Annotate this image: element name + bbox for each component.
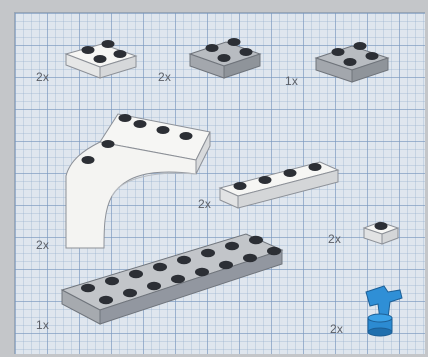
quantity-label: 2x <box>36 238 49 252</box>
white-arch-brick <box>66 114 210 248</box>
blue-tap <box>366 286 402 336</box>
white-plate-1x1 <box>364 222 398 244</box>
stud <box>375 222 388 230</box>
quantity-label: 2x <box>328 232 341 246</box>
quantity-label: 1x <box>36 318 49 332</box>
gray-plate-2x2 <box>316 42 388 82</box>
gray-plate-2x2 <box>190 38 260 78</box>
quantity-label: 2x <box>36 70 49 84</box>
quantity-label: 2x <box>198 197 211 211</box>
white-plate-2x2 <box>66 40 136 78</box>
quantity-label: 1x <box>285 74 298 88</box>
quantity-label: 2x <box>158 70 171 84</box>
quantity-label: 2x <box>330 322 343 336</box>
white-plate-1x4 <box>220 162 338 208</box>
